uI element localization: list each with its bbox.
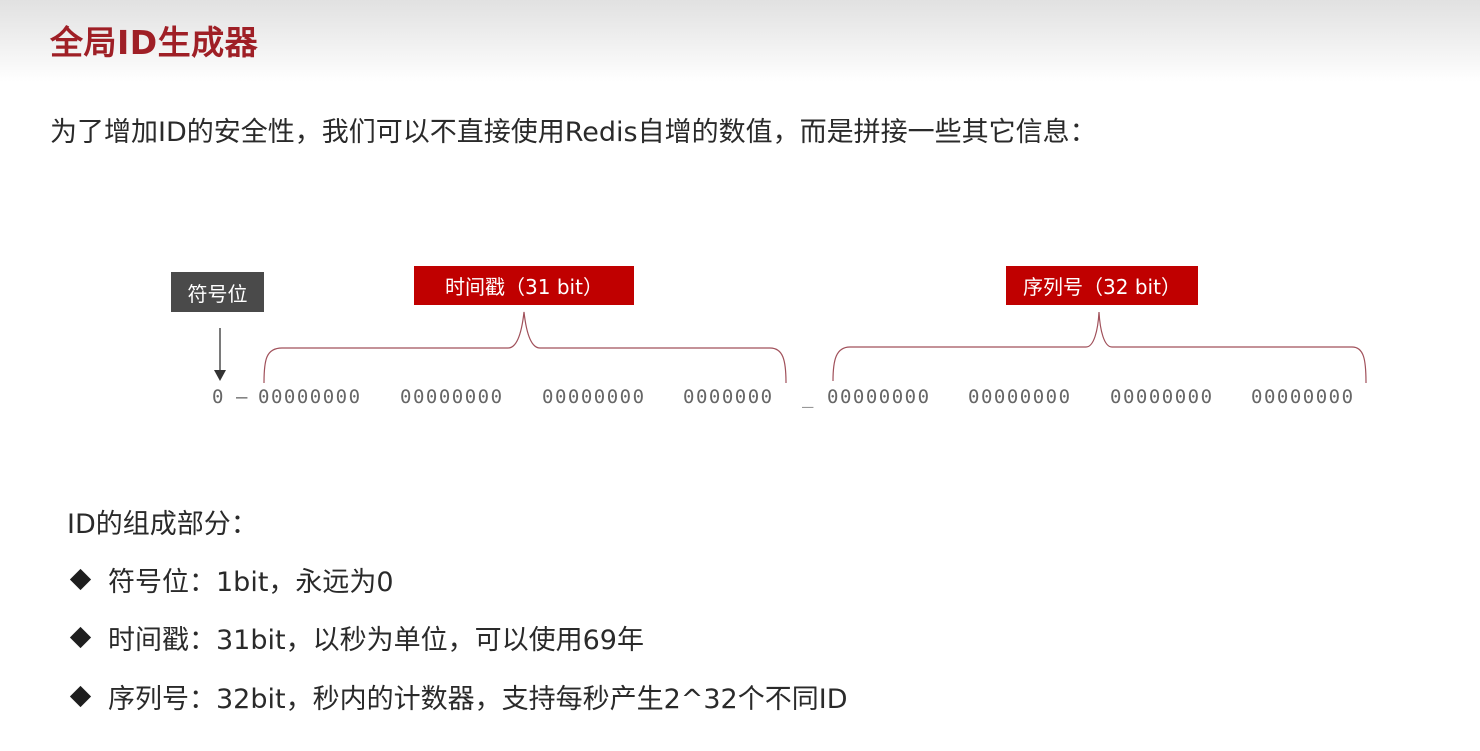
timestamp-bits-group: 00000000 — [542, 386, 646, 408]
separator: _ — [802, 386, 815, 408]
sequence-bits-group: 00000000 — [968, 386, 1072, 408]
bit-string: 0 – 00000000 00000000 00000000 0000000 _… — [212, 386, 1353, 672]
timestamp-label: 时间戳（31 bit） — [414, 266, 634, 305]
intro-text: 为了增加ID的安全性，我们可以不直接使用Redis自增的数值，而是拼接一些其它信… — [50, 117, 1097, 148]
sequence-bits-group: 00000000 — [827, 386, 931, 408]
diamond-bullet-icon — [69, 568, 92, 591]
list-item: 符号位：1bit，永远为0 — [67, 560, 394, 599]
sequence-bits-group: 00000000 — [1251, 386, 1355, 408]
sequence-label: 序列号（32 bit） — [1006, 266, 1198, 305]
list-item-text: 符号位：1bit，永远为0 — [108, 567, 394, 598]
diamond-bullet-icon — [69, 626, 92, 649]
header-band — [0, 0, 1480, 82]
composition-heading: ID的组成部分： — [67, 509, 258, 540]
timestamp-bits-group: 00000000 — [258, 386, 362, 408]
list-item-text: 序列号：32bit，秒内的计数器，支持每秒产生2^32个不同ID — [108, 684, 848, 715]
list-item: 序列号：32bit，秒内的计数器，支持每秒产生2^32个不同ID — [67, 677, 848, 716]
timestamp-bits-group: 00000000 — [400, 386, 504, 408]
sign-bit-label: 符号位 — [171, 272, 264, 312]
sequence-bits-group: 00000000 — [1110, 386, 1214, 408]
diamond-bullet-icon — [69, 685, 92, 708]
sequence-brace — [832, 311, 1367, 384]
timestamp-brace — [263, 311, 787, 384]
list-item: 时间戳：31bit，以秒为单位，可以使用69年 — [67, 618, 644, 657]
down-arrow-icon — [214, 328, 226, 381]
page-title: 全局ID生成器 — [50, 23, 259, 62]
timestamp-bits-group: 0000000 — [683, 386, 774, 408]
list-item-text: 时间戳：31bit，以秒为单位，可以使用69年 — [108, 625, 644, 656]
separator: – — [236, 386, 249, 408]
sign-bit: 0 — [212, 386, 225, 408]
